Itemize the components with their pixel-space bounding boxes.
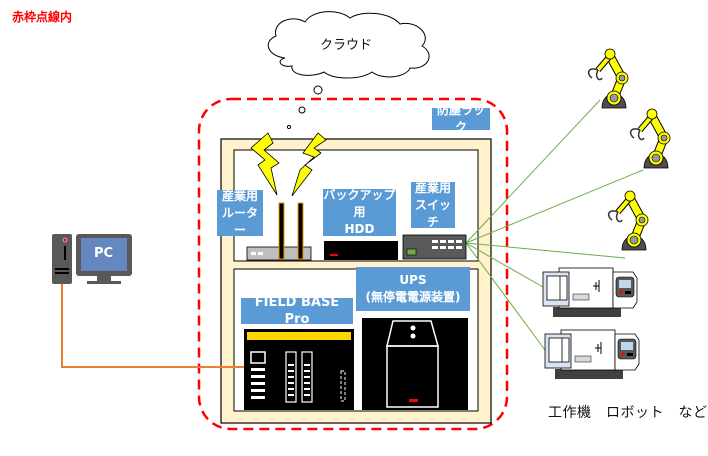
switch-label-line2: スイッチ [414,197,451,229]
field-base-pro-device [244,329,354,410]
pc-connection-line [61,283,246,368]
robot-arm-icon [587,48,629,109]
cloud-label: クラウド [320,38,373,53]
ups-label-line2: (無停電電源装置) [365,290,461,304]
router-device [246,202,312,261]
cloud-icon [267,11,430,130]
router-label-line1: 産業用 [221,188,258,203]
pc-label: PC [94,246,114,261]
hdd-label-line2: HDD [344,222,375,236]
rack-label: 防塵ラック [432,103,490,134]
robot-arm-icon [629,108,671,169]
cloud-bubble-medium [298,106,306,114]
wireless-lightning-icon [250,132,327,197]
cloud-bubble-small [286,124,292,130]
switch-label-line1: 産業用 [414,180,451,195]
ups-device [362,318,468,410]
rack-label-text: 防塵ラック [436,103,485,134]
machines-caption: 工作機 ロボット など [548,405,708,421]
switch-device [402,234,467,260]
router-label: 産業用 ルーター [217,188,263,237]
boundary-dashed-frame [197,97,509,431]
ups-label-line1: UPS [399,273,427,287]
network-lines [465,99,644,351]
machine-tool-icon [544,329,640,379]
field-base-pro-label-text: FIELD BASE Pro [254,295,340,327]
hdd-device [324,241,398,260]
router-label-line2: ルーター [221,205,258,237]
hdd-label-line1: バックアップ用 [323,188,396,219]
machine-tool-icon [542,267,638,317]
hdd-label: バックアップ用 HDD [323,188,396,236]
machine-tools [542,267,640,379]
ups-label: UPS (無停電電源装置) [356,267,470,311]
pc-icon [52,234,132,284]
cloud-bubble-large [313,85,323,95]
robot-arm-icon [607,190,649,251]
robot-arms [587,48,671,251]
switch-label: 産業用 スイッチ [411,180,455,229]
boundary-note-label: 赤枠点線内 [12,10,73,24]
field-base-pro-label: FIELD BASE Pro [241,295,353,327]
